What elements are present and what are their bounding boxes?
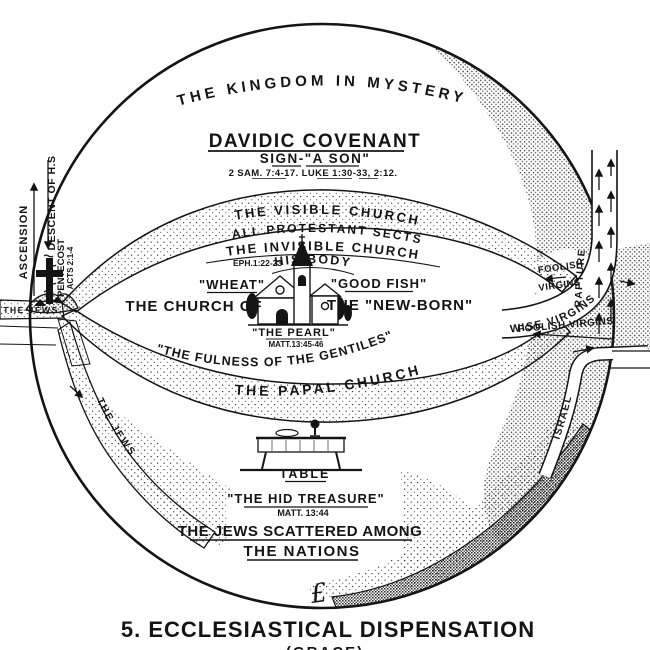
- israel-band: [539, 346, 649, 479]
- ascension-label: ASCENSION: [18, 205, 30, 279]
- rapture-channel: [502, 150, 617, 338]
- table-label: TABLE: [280, 467, 331, 481]
- bottom-left-stipple-patch: [95, 395, 233, 546]
- his-body-text: HIS BODY: [273, 252, 350, 270]
- invisible-church-underline: [205, 253, 441, 268]
- rapture-channel-left-edge: [501, 150, 593, 311]
- pentecost-label: PENTECOST: [56, 239, 67, 297]
- pentecost-ref: ACTS 2:1-4: [66, 246, 75, 289]
- pearl-label: "THE PEARL": [252, 327, 336, 339]
- hid-treasure-label: "THE HID TREASURE": [227, 491, 384, 506]
- pearl-ref: MATT.13:45-46: [269, 340, 325, 349]
- right-edge-dark-patch: [605, 243, 650, 355]
- right-exit-strip: [612, 351, 650, 368]
- left-band-line-2: [0, 343, 57, 346]
- foolish-virgins-upper-arrow: [544, 274, 567, 283]
- davidic-covenant-title: DAVIDIC COVENANT: [209, 131, 422, 152]
- descent-label: DESCENT OF H.S: [46, 155, 58, 250]
- jews-band-connector: [57, 318, 91, 367]
- pentecost-flames-icon: [43, 254, 57, 302]
- rapture-label: RAPTURE: [573, 248, 588, 308]
- left-band-line-1: [0, 325, 59, 329]
- covenant-refs: 2 SAM. 7:4-17. LUKE 1:30-33, 2:12.: [229, 168, 398, 179]
- israel-arrow: [572, 345, 595, 354]
- his-body-underline: [271, 266, 355, 276]
- visible-church-band: [60, 189, 578, 313]
- caption-subtitle: (GRACE): [286, 644, 364, 650]
- new-born-label: THE "NEW-BORN": [327, 297, 473, 314]
- scattered-line1: THE JEWS SCATTERED AMONG: [178, 523, 423, 540]
- hid-treasure-ref: MATT. 13:44: [277, 508, 328, 518]
- right-edge-arrow: [619, 278, 636, 287]
- caption-title: 5. ECCLESIASTICAL DISPENSATION: [121, 617, 535, 642]
- ephesians-ref: EPH.1:22-23: [233, 258, 282, 268]
- wheat-label: "WHEAT": [199, 277, 265, 292]
- his-body-label: HIS BODY: [273, 252, 352, 270]
- scattered-line2: THE NATIONS: [243, 543, 360, 560]
- artist-monogram: £: [308, 578, 330, 610]
- jews-left-band-label: THE JEWS: [3, 305, 58, 315]
- right-exit-strip-edges: [610, 350, 650, 369]
- jews-band-arrow: [69, 385, 84, 399]
- good-fish-label: "GOOD FISH": [331, 276, 427, 291]
- church-icon: [246, 234, 352, 326]
- calvary-cross-icon: [25, 258, 79, 314]
- foolish-virgins-lower-arrow: [532, 330, 613, 340]
- rapture-text: RAPTURE: [573, 248, 586, 308]
- arrows: [29, 158, 636, 399]
- communion-table-icon: [240, 419, 362, 472]
- papal-church-band: [60, 309, 572, 423]
- church-of-label: THE CHURCH OF: [125, 298, 262, 315]
- rapture-arrows-icon: [594, 158, 616, 334]
- covenant-sign: SIGN-"A SON": [260, 151, 371, 166]
